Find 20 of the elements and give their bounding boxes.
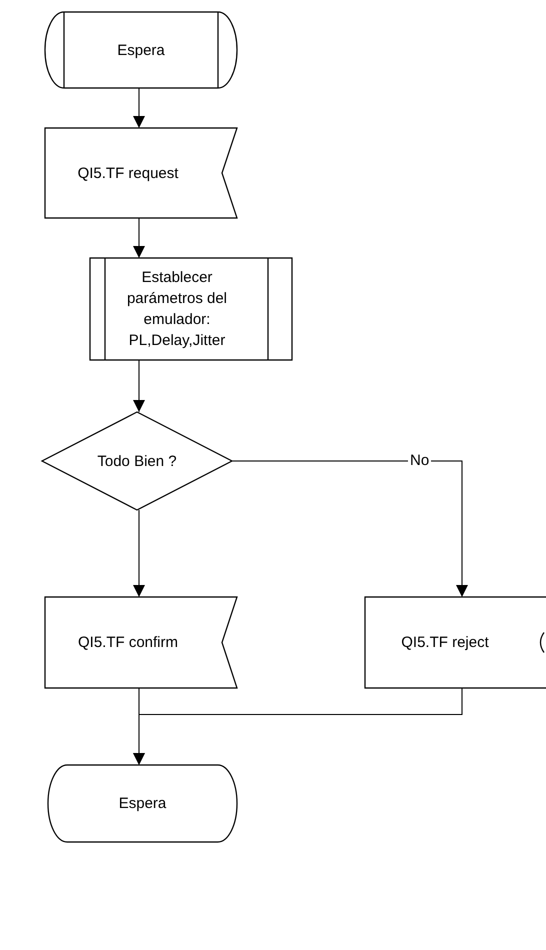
arrow <box>232 460 468 598</box>
node-label: QI5.TF request <box>76 164 180 184</box>
decision-diamond <box>42 412 232 510</box>
node-label: Espera <box>116 40 166 60</box>
signal-receive-shape <box>45 128 237 218</box>
node-label: Establecer parámetros del emulador: PL,Delay,Jitter <box>126 268 228 351</box>
terminator-shape <box>45 12 237 88</box>
node-label: Espera <box>118 794 168 814</box>
arrow <box>133 218 145 258</box>
arrow <box>133 688 462 766</box>
arrow <box>133 510 145 598</box>
signal-receive-shape <box>45 597 237 688</box>
arrow <box>133 360 145 412</box>
node-label: QI5.TF confirm <box>76 633 179 653</box>
predefined-process-shape <box>90 258 292 360</box>
node-label: Todo Bien ? <box>96 452 178 472</box>
node-label: QI5.TF reject <box>400 633 490 653</box>
signal-shape <box>365 597 546 688</box>
arrow <box>133 88 145 128</box>
terminator-shape <box>48 765 237 842</box>
